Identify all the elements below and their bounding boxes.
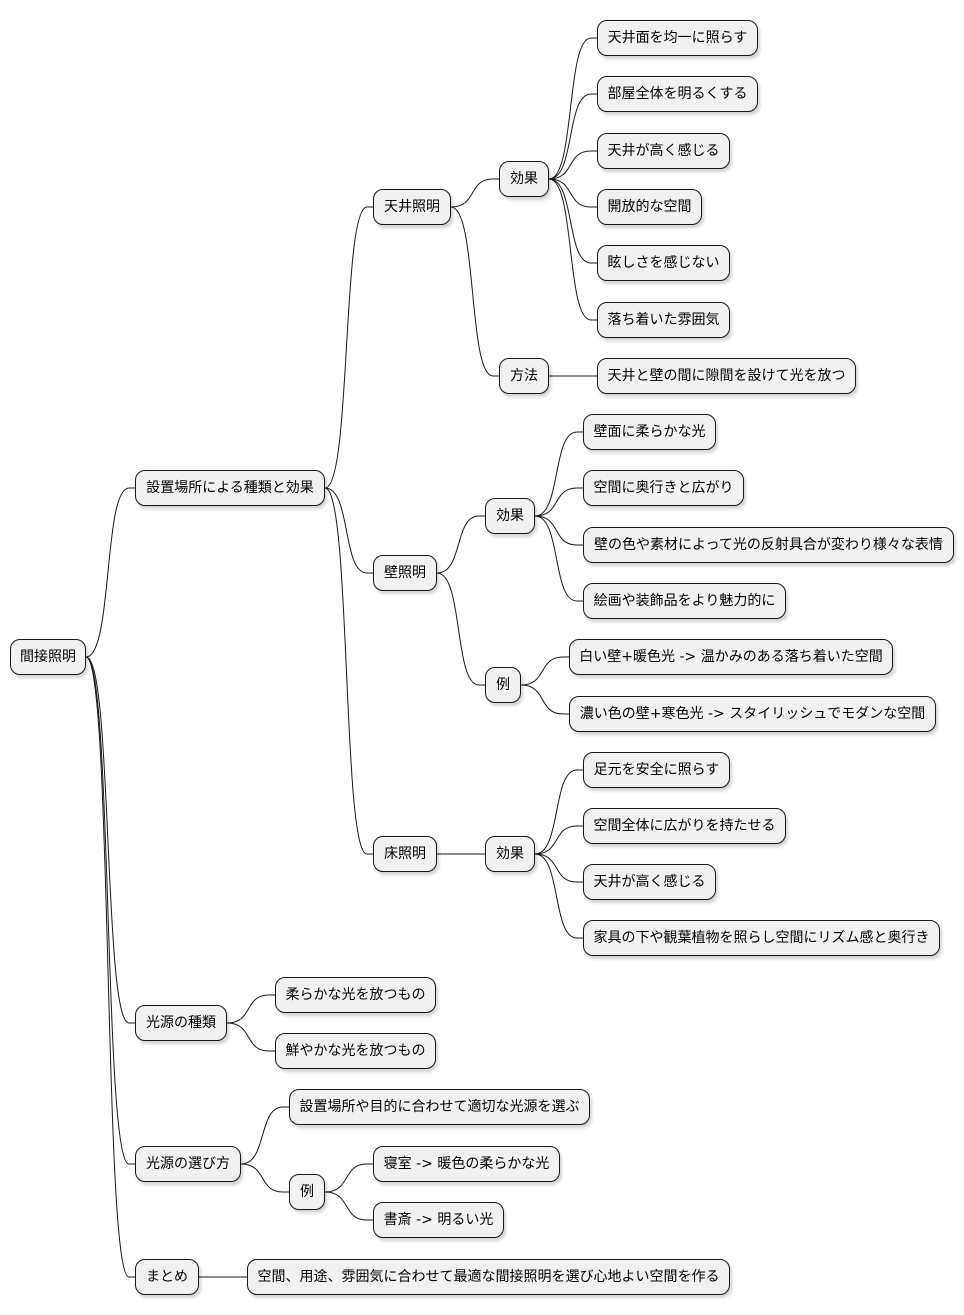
node-summary: まとめ <box>135 1259 199 1295</box>
connector-ceiling-effect-to-ceiling-effect-6 <box>548 178 597 321</box>
node-floor-effect-4: 家具の下や観葉植物を照らし空間にリズム感と奥行き <box>583 920 940 956</box>
node-ceiling-method-1: 天井と壁の間に隙間を設けて光を放つ <box>597 358 856 394</box>
connector-ceiling-effect-to-ceiling-effect-2 <box>548 93 597 180</box>
node-source-choice-example-2: 書斎 -> 明るい光 <box>373 1202 504 1238</box>
node-wall-effect-1: 壁面に柔らかな光 <box>583 414 716 450</box>
node-wall-example-2: 濃い色の壁+寒色光 -> スタイリッシュでモダンな空間 <box>569 696 936 732</box>
connector-wall-example-to-wall-example-2 <box>520 684 569 715</box>
node-wall-example-1: 白い壁+暖色光 -> 温かみのある落ち着いた空間 <box>569 639 893 675</box>
connector-ceiling-to-ceiling-method <box>450 206 499 377</box>
node-wall: 壁照明 <box>373 555 437 591</box>
connector-ceiling-effect-to-ceiling-effect-4 <box>548 178 597 208</box>
connector-root-to-source-choice <box>85 656 135 1165</box>
connector-wall-to-wall-example <box>436 572 485 686</box>
connector-ceiling-effect-to-ceiling-effect-3 <box>548 150 597 180</box>
connector-source-choice-example-to-source-choice-example-1 <box>324 1163 373 1193</box>
node-source-type-2: 鮮やかな光を放つもの <box>275 1033 436 1069</box>
connector-source-choice-to-source-choice-example <box>240 1163 289 1193</box>
node-floor-effect-1: 足元を安全に照らす <box>583 752 730 788</box>
node-floor: 床照明 <box>373 836 437 872</box>
node-summary-1: 空間、用途、雰囲気に合わせて最適な間接照明を選び心地よい空間を作る <box>247 1259 730 1295</box>
node-wall-effect-4: 絵画や装飾品をより魅力的に <box>583 583 786 619</box>
connector-floor-effect-to-floor-effect-2 <box>534 825 583 855</box>
connector-root-to-summary <box>85 656 135 1278</box>
node-source-type-1: 柔らかな光を放つもの <box>275 977 436 1013</box>
node-ceiling-method: 方法 <box>499 358 549 394</box>
connector-placement-to-floor <box>324 487 373 855</box>
node-source-choice: 光源の選び方 <box>135 1146 241 1182</box>
node-source-choice-main: 設置場所や目的に合わせて適切な光源を選ぶ <box>289 1089 590 1125</box>
node-ceiling-effect-2: 部屋全体を明るくする <box>597 76 758 112</box>
connector-wall-example-to-wall-example-1 <box>520 656 569 686</box>
node-source-choice-example: 例 <box>289 1174 325 1210</box>
node-wall-effect: 効果 <box>485 498 535 534</box>
connector-ceiling-effect-to-ceiling-effect-5 <box>548 178 597 264</box>
node-wall-effect-3: 壁の色や素材によって光の反射具合が変わり様々な表情 <box>583 527 954 563</box>
node-ceiling-effect-1: 天井面を均一に照らす <box>597 20 758 56</box>
connector-wall-effect-to-wall-effect-4 <box>534 515 583 602</box>
connector-wall-effect-to-wall-effect-2 <box>534 487 583 517</box>
connector-source-types-to-source-type-1 <box>226 994 275 1024</box>
node-wall-effect-2: 空間に奥行きと広がり <box>583 470 744 506</box>
node-placement: 設置場所による種類と効果 <box>135 470 325 506</box>
connector-wall-effect-to-wall-effect-3 <box>534 515 583 546</box>
connector-source-choice-example-to-source-choice-example-2 <box>324 1191 373 1221</box>
node-source-types: 光源の種類 <box>135 1005 227 1041</box>
node-ceiling-effect-3: 天井が高く感じる <box>597 133 730 169</box>
connector-placement-to-wall <box>324 487 373 574</box>
node-ceiling-effect: 効果 <box>499 161 549 197</box>
node-ceiling-effect-5: 眩しさを感じない <box>597 245 730 281</box>
node-ceiling-effect-6: 落ち着いた雰囲気 <box>597 302 730 338</box>
node-source-choice-example-1: 寝室 -> 暖色の柔らかな光 <box>373 1146 560 1182</box>
connector-ceiling-effect-to-ceiling-effect-1 <box>548 37 597 180</box>
connector-source-types-to-source-type-2 <box>226 1022 275 1052</box>
connector-floor-effect-to-floor-effect-3 <box>534 853 583 883</box>
connector-floor-effect-to-floor-effect-4 <box>534 853 583 939</box>
connector-ceiling-to-ceiling-effect <box>450 178 499 208</box>
node-ceiling: 天井照明 <box>373 189 451 225</box>
connector-placement-to-ceiling <box>324 206 373 489</box>
node-root: 間接照明 <box>10 639 86 675</box>
node-floor-effect-3: 天井が高く感じる <box>583 864 716 900</box>
node-floor-effect-2: 空間全体に広がりを持たせる <box>583 808 786 844</box>
connector-root-to-placement <box>85 487 135 658</box>
connector-wall-effect-to-wall-effect-1 <box>534 431 583 517</box>
node-floor-effect: 効果 <box>485 836 535 872</box>
connector-floor-effect-to-floor-effect-1 <box>534 769 583 855</box>
node-wall-example: 例 <box>485 667 521 703</box>
connector-wall-to-wall-effect <box>436 515 485 574</box>
connector-source-choice-to-source-choice-main <box>240 1106 289 1165</box>
node-ceiling-effect-4: 開放的な空間 <box>597 189 702 225</box>
connector-root-to-source-types <box>85 656 135 1024</box>
